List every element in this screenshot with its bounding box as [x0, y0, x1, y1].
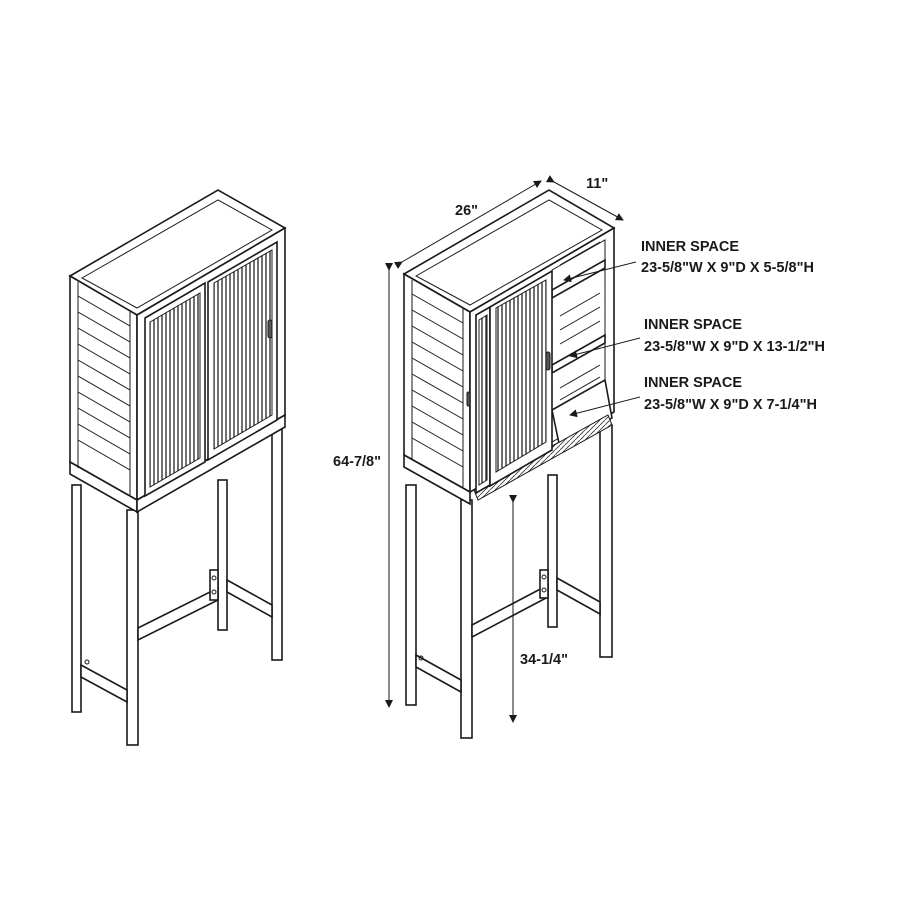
door-handle-open: [545, 351, 551, 371]
right-side-slats: [411, 280, 464, 487]
depth-dimension-line: [545, 175, 624, 221]
left-body: [68, 189, 287, 514]
depth-label: 11": [586, 176, 608, 192]
dimension-labels: 26" 11" 64-7/8" 34-1/4" INNER SPACE 23-5…: [333, 176, 825, 668]
height-label: 64-7/8": [333, 454, 381, 470]
inner-space-3-title: INNER SPACE: [644, 375, 742, 391]
door-handle: [267, 319, 273, 339]
inner-space-1-size: 23-5/8"W X 9"D X 5-5/8"H: [641, 260, 814, 276]
right-body: [402, 189, 616, 506]
inner-space-2-size: 23-5/8"W X 9"D X 13-1/2"H: [644, 339, 825, 355]
shelf-3: [551, 378, 613, 450]
inner-space-3-pointer: [569, 396, 641, 418]
dimension-lines: [385, 175, 641, 723]
width-label: 26": [455, 203, 478, 219]
base-mesh: [473, 414, 613, 501]
clearance-label: 34-1/4": [520, 652, 568, 668]
inner-space-1-title: INNER SPACE: [641, 239, 739, 255]
inner-space-3-size: 23-5/8"W X 9"D X 7-1/4"H: [644, 397, 817, 413]
inner-space-2-pointer: [569, 337, 641, 359]
left-side-slats: [77, 282, 131, 495]
inner-space-2-title: INNER SPACE: [644, 317, 742, 333]
inner-space-1-pointer: [563, 261, 637, 283]
width-dimension-line: [393, 180, 542, 269]
cabinet-open-view: [402, 189, 616, 739]
cabinet-closed-view: [68, 189, 287, 746]
left-legs: [71, 424, 283, 746]
